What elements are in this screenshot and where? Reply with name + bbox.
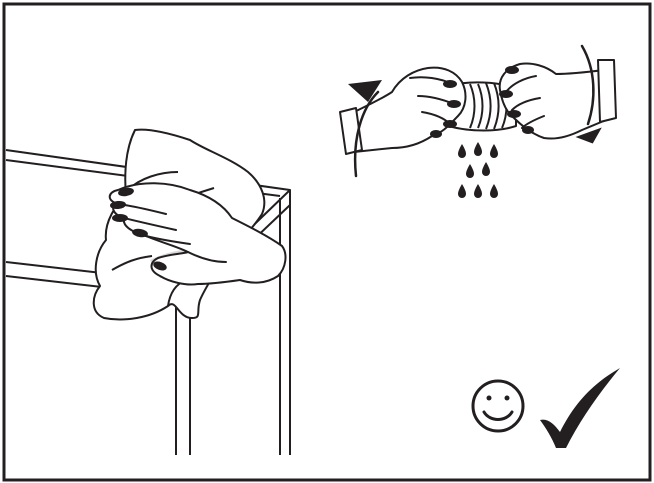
hand-icon [500, 60, 616, 139]
water-drops-icon [458, 142, 498, 198]
wring-scene [340, 46, 616, 198]
hand-icon [340, 68, 465, 154]
check-mark-icon [540, 368, 620, 448]
smiley-face-icon [473, 381, 523, 431]
